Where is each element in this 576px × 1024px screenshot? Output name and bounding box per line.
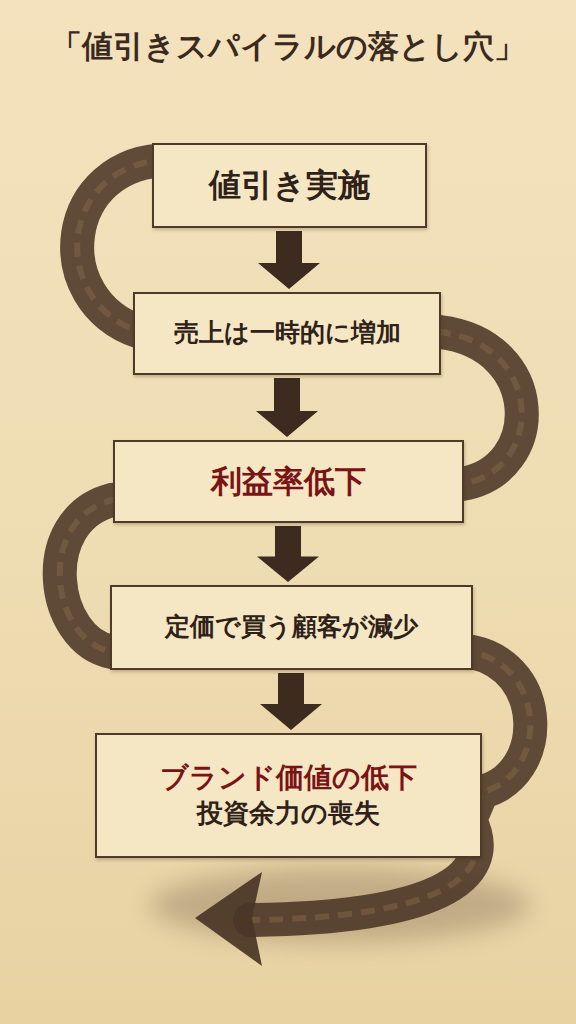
flow-arrow [257,526,319,582]
box-label: ブランド価値の低下 [160,760,417,796]
process-box: 定価で買う顧客が減少 [110,585,473,670]
box-label: 値引き実施 [209,165,370,207]
flow-arrow [260,673,322,730]
process-box: 値引き実施 [152,143,427,228]
box-sublabel: 投資余力の喪失 [197,797,380,831]
spiral-texture [60,160,531,920]
diagram-title: 「値引きスパイラルの落とし穴」 [0,26,576,68]
box-label: 利益率低下 [211,461,366,501]
spiral-arrowhead [195,872,262,966]
box-label: 売上は一時的に増加 [174,317,401,350]
process-box: 売上は一時的に増加 [133,292,441,375]
process-box: ブランド価値の低下投資余力の喪失 [95,733,482,858]
spiral-band [60,160,531,920]
flow-arrow [256,378,318,437]
box-label: 定価で買う顧客が減少 [165,611,418,644]
process-box: 利益率低下 [113,440,464,523]
flow-arrow [258,231,320,289]
